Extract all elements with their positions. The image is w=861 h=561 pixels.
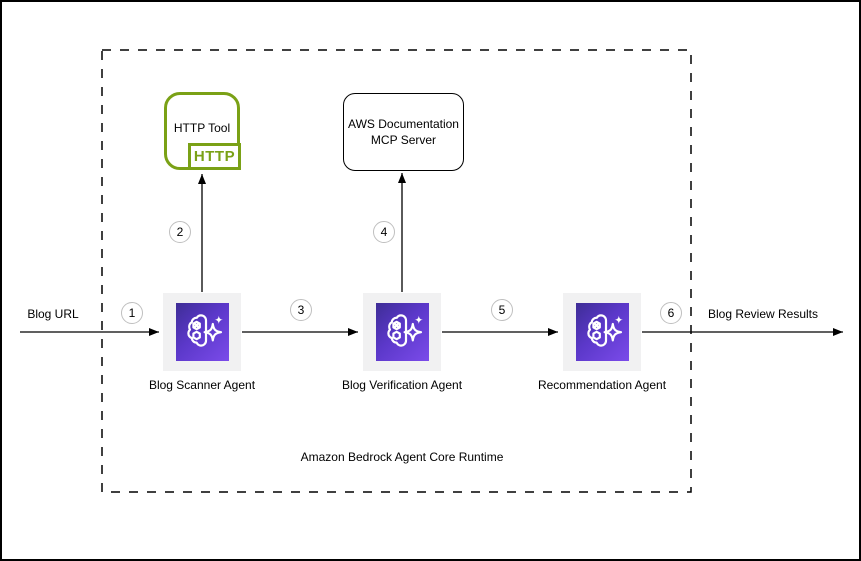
step-circle-1: 1 [121,302,143,324]
runtime-label: Amazon Bedrock Agent Core Runtime [300,450,504,464]
agent-card-recommendation [563,293,641,371]
http-icon: HTTP [188,143,241,170]
bedrock-agent-icon [575,303,629,361]
mcp-server-box: AWS Documentation MCP Server [343,93,464,171]
step-circle-3: 3 [290,299,312,321]
step-circle-5: 5 [491,299,513,321]
bedrock-agent-icon [175,303,229,361]
agent-label-recommendation: Recommendation Agent [537,378,667,392]
mcp-server-label-line2: MCP Server [370,133,437,147]
output-label: Blog Review Results [707,307,819,321]
input-label: Blog URL [27,307,79,321]
step-circle-2: 2 [169,221,191,243]
step-circle-6: 6 [660,302,682,324]
agent-label-blog-scanner: Blog Scanner Agent [148,378,256,392]
bedrock-agent-icon [375,303,429,361]
runtime-boundary [101,49,692,493]
agent-label-blog-verification: Blog Verification Agent [341,378,463,392]
agent-card-blog-scanner [163,293,241,371]
mcp-server-label-line1: AWS Documentation [348,116,459,131]
agent-card-blog-verification [363,293,441,371]
step-circle-4: 4 [373,221,395,243]
http-tool-label: HTTP Tool [173,121,231,135]
